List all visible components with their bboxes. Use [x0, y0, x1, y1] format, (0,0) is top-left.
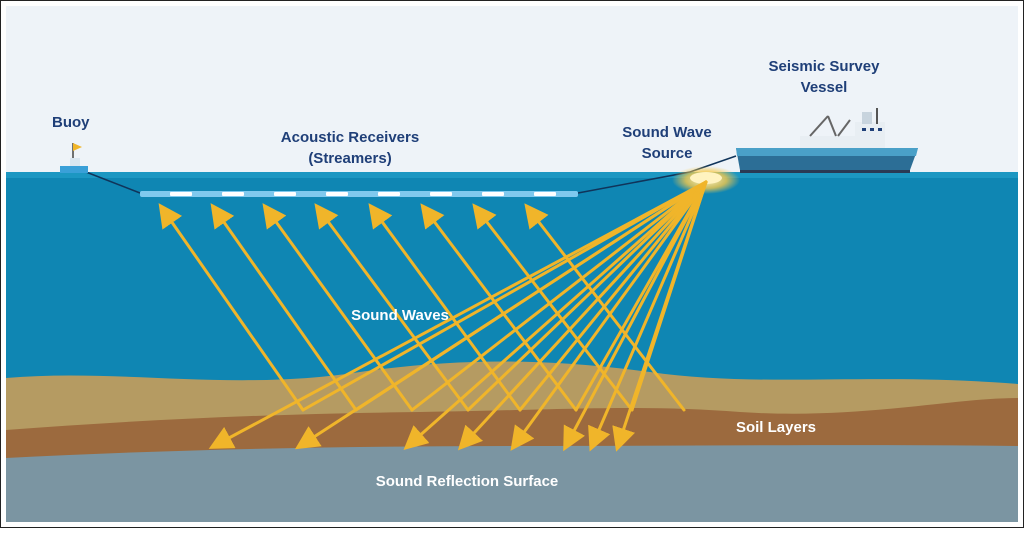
reflected-ray [158, 203, 305, 412]
receivers-label-line2: (Streamers) [308, 150, 391, 167]
reflected-rays [158, 203, 686, 412]
reflected-ray [472, 203, 634, 412]
incident-ray [518, 180, 708, 412]
sea-surface [6, 172, 1018, 178]
deep-ray [457, 180, 708, 451]
deep-ray [612, 180, 708, 452]
sound-source-burst [672, 166, 740, 194]
vessel-icon [736, 108, 918, 173]
incident-ray [301, 180, 708, 412]
incident-ray [466, 180, 708, 412]
buoy-icon [60, 143, 88, 173]
reflected-ray [368, 203, 522, 412]
incident-ray [410, 180, 708, 412]
reflected-ray [420, 203, 578, 412]
deep-ray [563, 180, 708, 452]
soil-layers-label: Soil Layers [736, 419, 816, 436]
source-label-line2: Source [642, 145, 693, 162]
streamer [140, 191, 578, 197]
reflected-ray [262, 203, 414, 412]
reflected-ray [210, 203, 358, 412]
reflection-surface-label: Sound Reflection Surface [376, 473, 559, 490]
buoy-label: Buoy [52, 114, 90, 131]
buoy-tow-cable [85, 171, 141, 194]
reflected-ray [314, 203, 470, 412]
source-label-line1: Sound Wave [622, 124, 711, 141]
deep-ray [588, 180, 708, 452]
sound-waves-label: Sound Waves [351, 307, 449, 324]
vessel-label-line1: Seismic Survey [769, 58, 881, 75]
reflected-ray [524, 203, 686, 412]
bedrock-layer [6, 445, 1018, 522]
vessel-label-line2: Vessel [801, 79, 848, 96]
receivers-label-line1: Acoustic Receivers [281, 129, 419, 146]
